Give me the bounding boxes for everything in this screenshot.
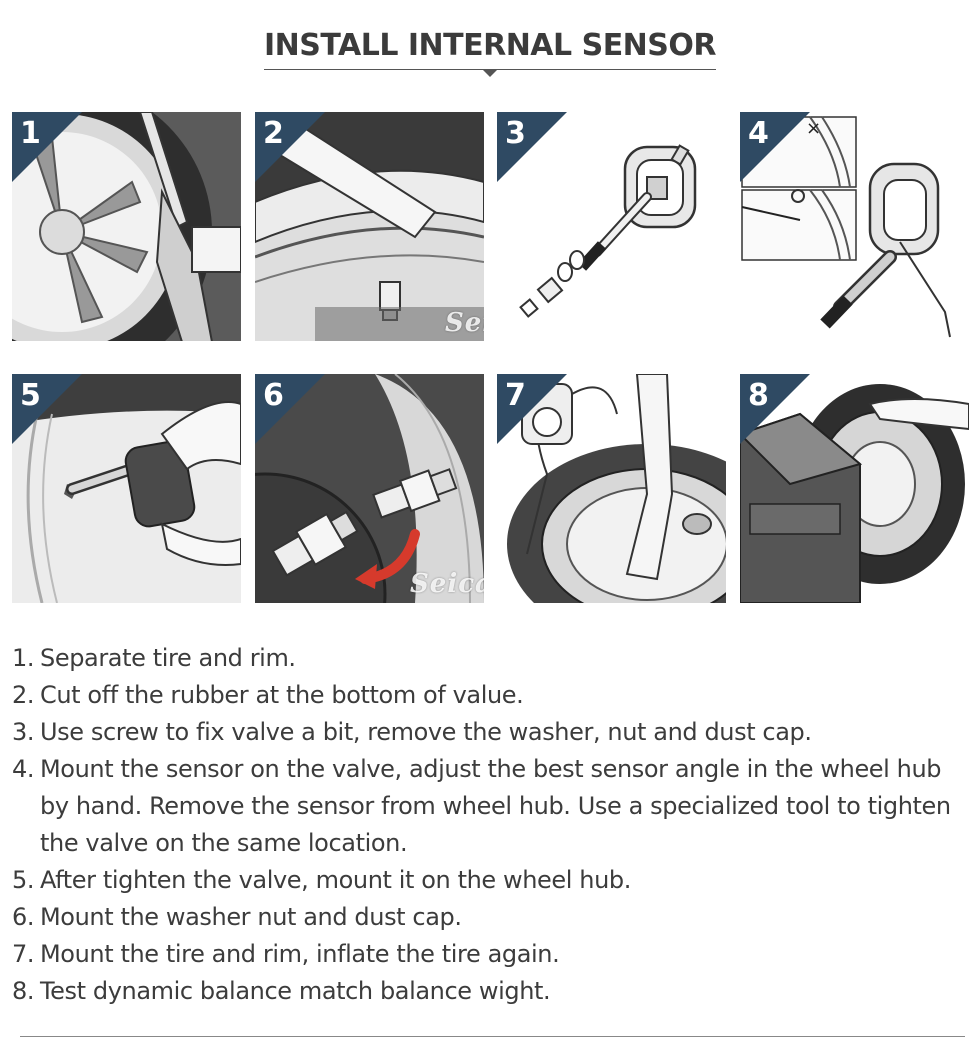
step-text: Test dynamic balance match balance wight… <box>40 977 551 1005</box>
step-index: 6. <box>12 903 35 931</box>
step-badge <box>12 112 82 182</box>
step-badge <box>497 374 567 444</box>
panel-8: 8 <box>740 374 969 603</box>
step-text: Mount the sensor on the valve, adjust th… <box>40 755 951 857</box>
instruction-list: 1.Separate tire and rim. 2.Cut off the r… <box>12 640 970 1010</box>
bottom-divider <box>20 1036 965 1037</box>
list-item: 1.Separate tire and rim. <box>12 640 970 677</box>
step-index: 7. <box>12 940 35 968</box>
panel-3: 3 <box>497 112 726 341</box>
step-number: 2 <box>263 116 284 151</box>
step-index: 3. <box>12 718 35 746</box>
panel-5-illustration <box>12 374 241 603</box>
panel-4: × 4 <box>740 112 969 341</box>
list-item: 3.Use screw to fix valve a bit, remove t… <box>12 714 970 751</box>
step-badge <box>255 374 325 444</box>
panel-5: 5 <box>12 374 241 603</box>
list-item: 7.Mount the tire and rim, inflate the ti… <box>12 936 970 973</box>
step-index: 8. <box>12 977 35 1005</box>
step-text: Mount the tire and rim, inflate the tire… <box>40 940 560 968</box>
step-number: 3 <box>505 116 526 151</box>
step-text: Cut off the rubber at the bottom of valu… <box>40 681 524 709</box>
step-number: 1 <box>20 116 41 151</box>
panel-1: 1 <box>12 112 241 341</box>
panel-6: 6 Seicane <box>255 374 484 603</box>
panel-4-illustration <box>740 112 969 341</box>
step-badge <box>12 374 82 444</box>
step-number: 7 <box>505 378 526 413</box>
list-item: 8.Test dynamic balance match balance wig… <box>12 973 970 1010</box>
step-badge <box>740 112 810 182</box>
watermark-logo: Seicane <box>445 308 484 338</box>
step-index: 5. <box>12 866 35 894</box>
step-number: 8 <box>748 378 769 413</box>
step-text: Separate tire and rim. <box>40 644 296 672</box>
step-index: 1. <box>12 644 35 672</box>
step-badge <box>740 374 810 444</box>
step-number: 6 <box>263 378 284 413</box>
title-notch <box>482 70 497 77</box>
step-number: 5 <box>20 378 41 413</box>
panel-2: 2 Seicane <box>255 112 484 341</box>
step-text: Use screw to fix valve a bit, remove the… <box>40 718 812 746</box>
title-wrap: INSTALL INTERNAL SENSOR <box>0 28 980 77</box>
list-item: 2.Cut off the rubber at the bottom of va… <box>12 677 970 714</box>
step-number: 4 <box>748 116 769 151</box>
list-item: 4.Mount the sensor on the valve, adjust … <box>12 751 970 862</box>
step-text: Mount the washer nut and dust cap. <box>40 903 462 931</box>
page-title-text: INSTALL INTERNAL SENSOR <box>263 28 717 63</box>
watermark-logo: Seicane <box>410 569 484 599</box>
panel-7-illustration <box>497 374 726 603</box>
step-badge <box>497 112 567 182</box>
step-index: 4. <box>12 755 35 783</box>
step-index: 2. <box>12 681 35 709</box>
page-title: INSTALL INTERNAL SENSOR <box>263 28 717 77</box>
panel-1-illustration <box>12 112 241 341</box>
step-text: After tighten the valve, mount it on the… <box>40 866 631 894</box>
panel-7: 7 <box>497 374 726 603</box>
step-badge <box>255 112 325 182</box>
list-item: 5.After tighten the valve, mount it on t… <box>12 862 970 899</box>
list-item: 6.Mount the washer nut and dust cap. <box>12 899 970 936</box>
